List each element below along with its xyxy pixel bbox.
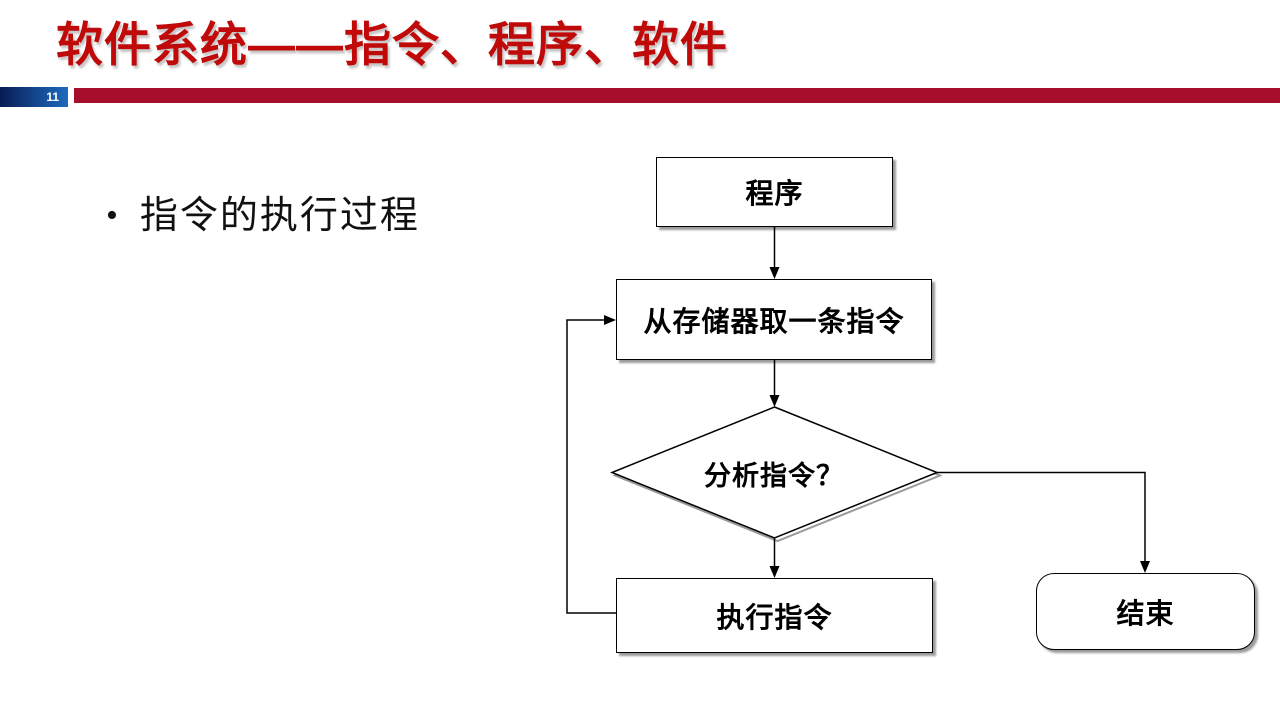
page-number: 11 <box>46 90 59 104</box>
node-end-label: 结束 <box>1116 598 1175 630</box>
bullet-text: 指令的执行过程 <box>139 195 420 237</box>
bullet-item: • 指令的执行过程 <box>106 192 420 240</box>
slide-title: 软件系统——指令、程序、软件 <box>56 18 728 71</box>
bullet-marker: • <box>106 197 118 234</box>
arrowhead-into-execute <box>769 566 780 578</box>
title-underline-bar <box>74 88 1280 103</box>
node-execute-label: 执行指令 <box>716 602 833 634</box>
flowchart-node-program: 程序 <box>656 157 893 227</box>
node-decision-label: 分析指令？ <box>704 460 844 491</box>
node-fetch-label: 从存储器取一条指令 <box>643 306 905 338</box>
connector-execute-loop-to-fetch <box>566 319 616 614</box>
page-number-badge: 11 <box>0 87 68 107</box>
arrowhead-into-decision <box>769 395 780 407</box>
flowchart-node-decision: 分析指令？ <box>624 456 924 491</box>
flowchart-node-end: 结束 <box>1036 573 1255 650</box>
arrowhead-loop-into-fetch <box>604 315 616 325</box>
arrowhead-into-end <box>1140 561 1150 573</box>
flowchart-node-execute-instruction: 执行指令 <box>616 578 933 653</box>
node-program-label: 程序 <box>745 179 804 210</box>
flowchart-node-fetch-instruction: 从存储器取一条指令 <box>616 279 932 360</box>
connector-decision-to-end <box>937 471 1146 563</box>
arrowhead-into-fetch <box>769 267 780 279</box>
